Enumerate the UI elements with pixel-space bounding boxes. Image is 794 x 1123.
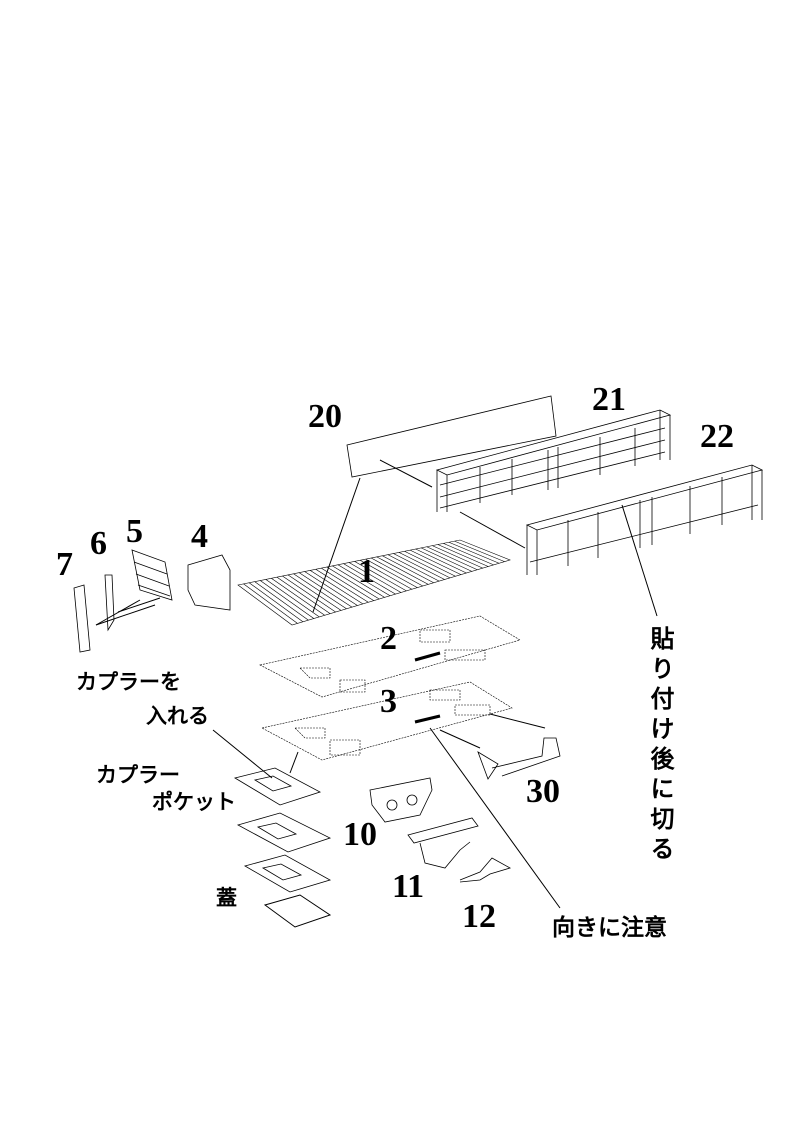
label-lid: 蓋 [216, 886, 237, 910]
leader-lines [95, 459, 658, 909]
floor-slat [276, 576, 331, 614]
floor-slat [415, 548, 467, 574]
part-label-1: 1 [358, 553, 375, 590]
floor-slat [337, 564, 391, 597]
floor-slat [393, 553, 445, 580]
part-label-6: 6 [90, 525, 107, 562]
lid-plate [263, 894, 332, 928]
floor-slat [298, 572, 353, 608]
part-2-plate [259, 615, 521, 698]
part-label-4: 4 [191, 518, 208, 555]
part-12-brake [459, 857, 512, 883]
part-4-end-panel [187, 554, 231, 611]
floor-slat [248, 582, 304, 622]
floor-slat [432, 545, 483, 569]
floor-slat [404, 550, 456, 577]
floor-slat [309, 570, 364, 605]
floor-slat [315, 568, 369, 603]
part-label-30: 30 [526, 773, 560, 810]
floor-slat [260, 580, 314, 619]
floor-slat [359, 559, 413, 590]
floor-slat [387, 554, 440, 582]
floor-slat [326, 566, 380, 600]
part-label-3: 3 [380, 683, 397, 720]
floor-slat [365, 558, 418, 588]
floor-slat [376, 556, 429, 585]
label-coupler-pocket-1: カプラー [96, 763, 180, 787]
part-label-22: 22 [700, 418, 734, 455]
label-coupler-pocket-2: ポケット [152, 790, 236, 814]
part-label-7: 7 [56, 546, 73, 583]
part-6-end-piece [104, 574, 115, 632]
floor-slat [287, 574, 342, 611]
floor-slat [448, 541, 500, 564]
floor-slat [254, 581, 309, 621]
floor-slat [437, 544, 489, 567]
floor-slat [243, 583, 298, 624]
floor-slat [421, 547, 472, 572]
part-3-plate [261, 681, 513, 761]
floor-slat [348, 562, 402, 593]
label-insert-coupler-2: 入れる [146, 704, 209, 728]
part-label-12: 12 [462, 898, 496, 935]
floor-slat [304, 571, 358, 606]
floor-slat [409, 549, 462, 575]
floor-slat [398, 552, 451, 579]
part-label-21: 21 [592, 381, 626, 418]
part-3-mark [414, 714, 441, 724]
part-label-5: 5 [126, 513, 143, 550]
floor-slat [382, 555, 434, 584]
part-label-2: 2 [380, 620, 397, 657]
part-label-20: 20 [308, 398, 342, 435]
label-insert-coupler-1: カプラーを [76, 670, 181, 694]
floor-slat [354, 561, 407, 592]
part-21-side-fence [435, 409, 672, 512]
label-cut-after-gluing: 貼り付け後に切る [646, 626, 674, 866]
part-label-10: 10 [343, 816, 377, 853]
part-30-bracket [477, 737, 561, 780]
part-7-end-piece [73, 584, 91, 653]
floor-slat [454, 540, 505, 562]
floor-slat [371, 557, 423, 587]
floor-slat [321, 567, 374, 601]
part-20-panel [346, 395, 557, 478]
part-label-11: 11 [392, 868, 425, 905]
floor-slat [343, 563, 396, 595]
part-22-side-wall [525, 464, 764, 575]
floor-slat [443, 543, 494, 566]
part-2-mark [414, 651, 441, 662]
floor-slat [265, 579, 320, 618]
floor-slat [282, 575, 336, 613]
part-10-bogie [369, 777, 433, 823]
coupler-pockets [233, 767, 332, 893]
part-1-floor [237, 539, 511, 626]
part-5-end-wall [131, 549, 173, 601]
floor-slat [332, 565, 385, 598]
part-11-truck [407, 817, 479, 869]
floor-slat [271, 578, 325, 616]
label-mind-orientation: 向きに注意 [552, 915, 667, 941]
floor-slat [426, 546, 478, 571]
